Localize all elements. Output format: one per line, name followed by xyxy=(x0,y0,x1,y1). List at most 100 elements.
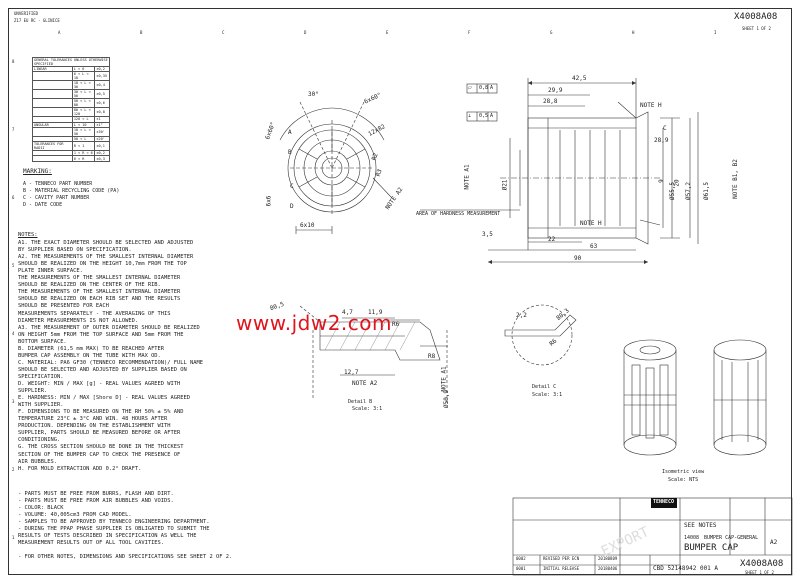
note-line: SHOULD BE PRESENTED FOR EACH xyxy=(18,303,109,310)
rev-date: 20180406 xyxy=(598,566,618,571)
drawing-number-bottom: X4008A08 xyxy=(740,559,784,569)
note-line: ON HEIGHT 5mm FROM THE TOP SURFACE AND 5… xyxy=(18,331,184,338)
see-notes: SEE NOTES xyxy=(684,522,717,529)
note-line: SPECIFICATION. xyxy=(18,373,64,380)
bullet-line: MEASUREMENT RESULTS OUT OF ALL TOOL CAVI… xyxy=(18,540,165,546)
perp-ref: A xyxy=(490,113,494,119)
watermark-url: www.jdw2.com xyxy=(236,311,392,335)
dim-11-9: 11,9 xyxy=(368,309,383,316)
bullet-line: - PARTS MUST BE FREE FROM AIR BUBBLES AN… xyxy=(18,498,174,504)
label-a: A xyxy=(288,129,292,136)
detail-b-profile xyxy=(319,321,441,361)
grid-letter: E xyxy=(386,30,389,35)
description-line: BUMPER CAP-GENERAL xyxy=(704,535,759,541)
note-line: H. FOR MOLD EXTRACTION ADD 0.2° DRAFT. xyxy=(18,465,142,472)
dim-r6: R6 xyxy=(392,321,400,328)
note-line: F. DIMENSIONS TO BE MEASURED ON THE RH 5… xyxy=(18,409,184,416)
note-line: SUPPLIER, PARTS SHOULD BE MEASURED BEFOR… xyxy=(18,430,181,437)
label-c: C xyxy=(290,183,294,190)
bullet-line: - PARTS MUST BE FREE FROM BURRS, FLASH A… xyxy=(18,491,174,497)
note-line: SHOULD BE REALIZED ON THE HEIGHT 10,7mm … xyxy=(18,261,187,268)
note-a1-detail: NOTE A1 xyxy=(440,366,448,392)
detail-b-hatch xyxy=(324,321,416,351)
grid-number: 7 xyxy=(12,127,15,132)
dim-90: 90 xyxy=(574,255,582,262)
detail-b-title: Detail B xyxy=(348,399,373,405)
tenneco-logo: TENNECO xyxy=(653,499,675,505)
grid-number: 4 xyxy=(12,331,15,336)
rev-date: 20180809 xyxy=(598,556,618,561)
note-line: DIAMETER MEASUREMENTS IS NOT ALLOWED. xyxy=(18,317,139,324)
tolerance-row: 50 < L±20' xyxy=(32,135,110,143)
detail-c-title: Detail C xyxy=(532,384,557,390)
flatness-value: 0,8 xyxy=(479,85,489,91)
bullet-line: - COLOR: BLACK xyxy=(18,505,64,511)
dim-21: Ø21 xyxy=(501,179,509,191)
tolerance-cell: L < 6 xyxy=(71,65,96,73)
note-line: SHOULD BE REALIZED ON EACH RIB SET AND T… xyxy=(18,296,181,303)
unverified-stamp: UNVERIFIED xyxy=(14,11,39,16)
note-line: SHOULD BE REALIZED ON THE CENTER OF THE … xyxy=(18,282,161,289)
iso-title: Isometric view xyxy=(662,469,705,475)
grid-number: 5 xyxy=(12,263,15,268)
tolerance-cell: ±0,3 xyxy=(94,155,110,162)
dim-50: Ø50,9 xyxy=(443,389,451,409)
note-line: B. DIAMETER (61,5 mm MAX) TO BE REACHED … xyxy=(18,345,165,352)
drawing-number-top: X4008A08 xyxy=(734,12,778,22)
isometric-right xyxy=(713,339,767,456)
rev-desc: INITIAL RELEASE xyxy=(543,566,580,571)
sheet-bottom: SHEET 1 OF 2 xyxy=(745,570,774,575)
dim-4-7: 4,7 xyxy=(342,309,353,316)
grid-number: 3 xyxy=(12,399,15,404)
angle-arc xyxy=(279,107,333,141)
note-line: TEMPERATURE 23°C ± 3°C AND WIN. 48 HOURS… xyxy=(18,416,168,423)
grid-letter: D xyxy=(304,30,307,35)
label-d: D xyxy=(290,203,294,210)
note-line: WITH SUPPLIER. xyxy=(18,402,64,409)
bullet-line: - FOR OTHER NOTES, DIMENSIONS AND SPECIF… xyxy=(18,554,233,560)
rev-code: 0001 xyxy=(516,566,526,571)
tolerance-cell: ±0,2 xyxy=(94,65,110,73)
perp-value: 0,5 xyxy=(479,113,489,119)
grid-letter: H xyxy=(632,30,635,35)
note-line: BY SUPPLIER BASED ON SPECIFICATION. xyxy=(18,247,132,254)
note-line: E. HARDNESS: MIN / MAX [Shore D] - REAL … xyxy=(18,395,191,402)
part-number: 14008 xyxy=(684,535,700,541)
note-line: A2. THE MEASUREMENTS OF THE SMALLEST INT… xyxy=(18,254,194,261)
perp-symbol: ⊥ xyxy=(468,113,472,119)
dim-r8: R8 xyxy=(428,353,436,360)
dim-57: Ø57,2 xyxy=(685,181,693,201)
plant-label: Z17 EU RC - GLINICE xyxy=(14,18,60,23)
tolerance-cell: 50 < L xyxy=(71,135,96,143)
tolerance-cell: L < 10 xyxy=(71,121,96,128)
note-line: THE MEASUREMENTS OF THE SMALLEST INTERNA… xyxy=(18,275,181,282)
dim-2-2: 2,2 xyxy=(516,312,527,319)
tolerance-cell: LINEAR xyxy=(32,65,73,73)
tolerance-cell: 6 < R xyxy=(71,155,96,162)
tolerance-cell: ±1° xyxy=(94,121,110,128)
grid-letter: C xyxy=(222,30,225,35)
note-line: C. MATERIAL: PA6 GF30 (TENNECO RECOMMEND… xyxy=(18,359,203,366)
bullet-line: - VOLUME: 40,005cm3 FROM CAD MODEL. xyxy=(18,512,132,518)
grid-number: 6 xyxy=(12,195,15,200)
drawing-title: BUMPER CAP xyxy=(684,543,739,553)
note-line: BOTTOM SURFACE. xyxy=(18,338,67,345)
note-line: SECTION OF THE BUMPER CAP TO CHECK THE P… xyxy=(18,451,181,458)
flatness-symbol: ⏥ xyxy=(468,85,472,91)
grid-number: 2 xyxy=(12,467,15,472)
hardness-label: AREA OF HARDNESS MEASUREMENT xyxy=(416,211,501,217)
flatness-frame xyxy=(466,83,498,94)
marking-item: D - DATE CODE xyxy=(23,202,63,208)
detail-c-circle xyxy=(511,304,573,366)
marking-item: C - CAVITY PART NUMBER xyxy=(23,195,90,201)
dim-9: 9 xyxy=(657,179,665,183)
marking-item: A - TENNECO PART NUMBER xyxy=(23,181,93,187)
cbd-code: CBD 52148942 001 A xyxy=(653,565,719,572)
note-line: BUMPER CAP ASSEMBLY ON THE TUBE WITH MAX… xyxy=(18,352,161,359)
isometric-left xyxy=(623,339,677,456)
size-a2: A2 xyxy=(770,539,778,546)
marking-item: B - MATERIAL RECYCLING CODE (PA) xyxy=(23,188,120,194)
tolerance-cell xyxy=(32,155,73,162)
